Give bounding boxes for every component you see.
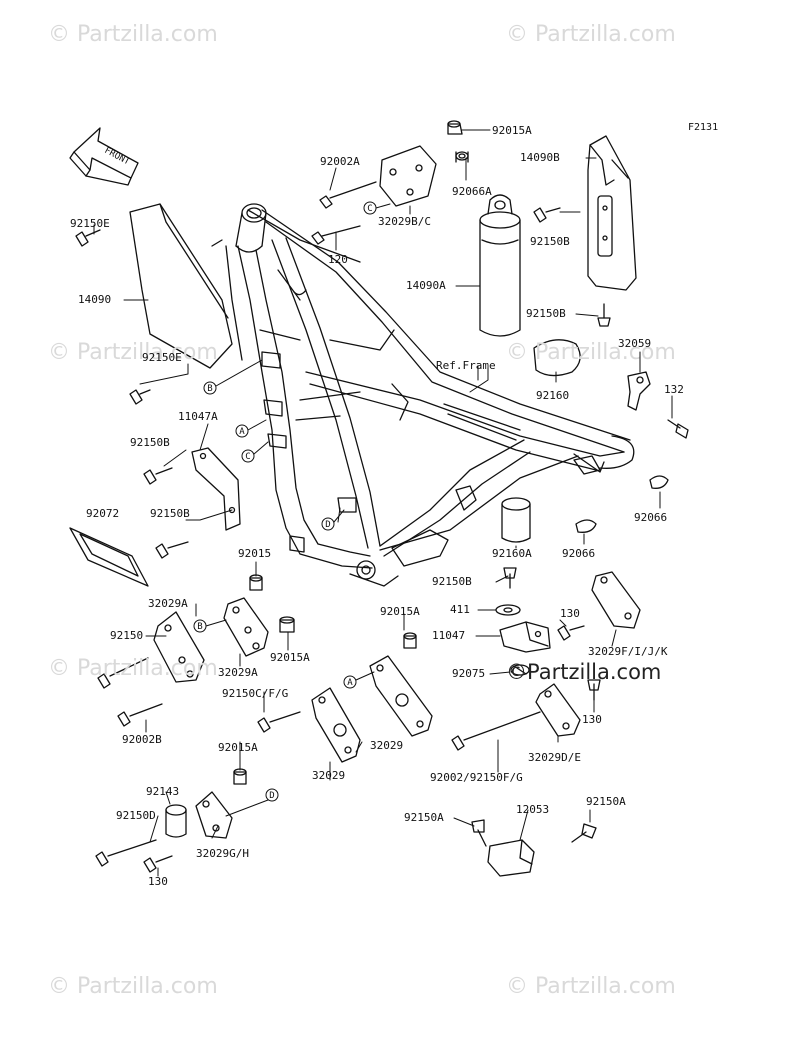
callout-letter: A bbox=[347, 678, 353, 688]
part-label: 12053 bbox=[516, 803, 550, 816]
plate-32029fijk bbox=[591, 571, 641, 629]
part-label: 32029G/H bbox=[196, 847, 249, 860]
plates-32029 bbox=[311, 655, 433, 763]
callout-letter: C bbox=[367, 204, 372, 214]
part-label: 92150B bbox=[530, 235, 570, 248]
part-label: 14090 bbox=[78, 293, 112, 306]
part-label: 32059 bbox=[618, 337, 652, 350]
watermark: © Partzilla.com bbox=[48, 974, 218, 999]
callout-circles bbox=[193, 201, 391, 817]
part-label: 92002B bbox=[122, 733, 162, 746]
part-label: 32029B/C bbox=[378, 215, 431, 228]
watermark: © Partzilla.com bbox=[48, 22, 218, 47]
part-label: 92002/92150F/G bbox=[430, 771, 523, 784]
clamp-32059 bbox=[627, 371, 651, 411]
part-label: 11047A bbox=[178, 410, 218, 423]
part-label: 92002A bbox=[320, 155, 360, 168]
part-label: 130 bbox=[148, 875, 168, 888]
part-label: 92066A bbox=[452, 185, 492, 198]
spacer-92143 bbox=[165, 804, 187, 838]
part-label: 32029 bbox=[370, 739, 404, 752]
part-label: 92150D bbox=[116, 809, 156, 822]
part-label: 92150A bbox=[404, 811, 444, 824]
cluster-11047 bbox=[495, 604, 551, 676]
part-label: 92160A bbox=[492, 547, 532, 560]
part-label: 92015A bbox=[380, 605, 420, 618]
part-label: 92075 bbox=[452, 667, 486, 680]
part-label: 130 bbox=[582, 713, 602, 726]
callout-letter: A bbox=[239, 427, 245, 437]
shock-cover bbox=[587, 135, 637, 291]
part-12053 bbox=[487, 839, 535, 877]
ref-frame-label: Ref.Frame bbox=[436, 359, 496, 372]
leader-lines bbox=[93, 129, 673, 877]
plates-32029a bbox=[153, 597, 269, 683]
callout-letter: B bbox=[207, 384, 212, 394]
part-label: 92150B bbox=[150, 507, 190, 520]
part-label: 120 bbox=[328, 253, 348, 266]
front-arrow-icon bbox=[69, 127, 139, 186]
part-label: 32029F/I/J/K bbox=[588, 645, 668, 658]
part-label: 92015A bbox=[218, 741, 258, 754]
shock-absorber bbox=[479, 194, 521, 337]
part-label: 92150A bbox=[586, 795, 626, 808]
part-label: 411 bbox=[450, 603, 470, 616]
bolts bbox=[75, 181, 689, 873]
callout-letter: D bbox=[325, 520, 330, 530]
part-label: 132 bbox=[664, 383, 684, 396]
watermark: © Partzilla.com bbox=[48, 656, 218, 681]
plate-32029gh bbox=[195, 791, 233, 839]
part-label: 92150E bbox=[142, 351, 182, 364]
part-label: 32029A bbox=[218, 666, 258, 679]
part-label: 11047 bbox=[432, 629, 466, 642]
part-label: 92150B bbox=[526, 307, 566, 320]
watermark: © Partzilla.com bbox=[506, 340, 676, 365]
plate-32029de bbox=[535, 683, 581, 737]
bracket-32029bc bbox=[379, 145, 437, 207]
part-label: 92066 bbox=[634, 511, 668, 524]
side-cover-14090 bbox=[129, 203, 233, 369]
part-label: 14090A bbox=[406, 279, 446, 292]
part-label: 92150 bbox=[110, 629, 144, 642]
part-label: 92015A bbox=[492, 124, 532, 137]
watermark: © Partzilla.com bbox=[506, 974, 676, 999]
watermark-main: ©Partzilla.com bbox=[506, 660, 662, 684]
strap-92072 bbox=[69, 527, 149, 587]
callout-letter: B bbox=[197, 622, 202, 632]
main-frame bbox=[211, 203, 635, 587]
part-label: 32029D/E bbox=[528, 751, 581, 764]
part-label: 92150B bbox=[130, 436, 170, 449]
part-label: 14090B bbox=[520, 151, 560, 164]
part-label: 92160 bbox=[536, 389, 570, 402]
callout-letter: D bbox=[269, 791, 274, 801]
cap-92160 bbox=[533, 339, 581, 377]
grommets bbox=[575, 475, 669, 533]
watermark: © Partzilla.com bbox=[48, 340, 218, 365]
part-label: 32029 bbox=[312, 769, 346, 782]
bracket-11047a bbox=[191, 447, 241, 531]
part-label: 32029A bbox=[148, 597, 188, 610]
part-label: 92150B bbox=[432, 575, 472, 588]
part-label: 92150E bbox=[70, 217, 110, 230]
part-label: 92066 bbox=[562, 547, 596, 560]
part-label: 92143 bbox=[146, 785, 180, 798]
part-label: 92072 bbox=[86, 507, 120, 520]
part-label: 92015A bbox=[270, 651, 310, 664]
callout-letter: C bbox=[245, 452, 250, 462]
part-label: 92015 bbox=[238, 547, 272, 560]
figure-code: F2131 bbox=[688, 122, 719, 133]
part-label: 130 bbox=[560, 607, 580, 620]
part-label: 92150C/F/G bbox=[222, 687, 289, 700]
sleeve-92160a bbox=[501, 497, 531, 543]
watermark: © Partzilla.com bbox=[506, 22, 676, 47]
